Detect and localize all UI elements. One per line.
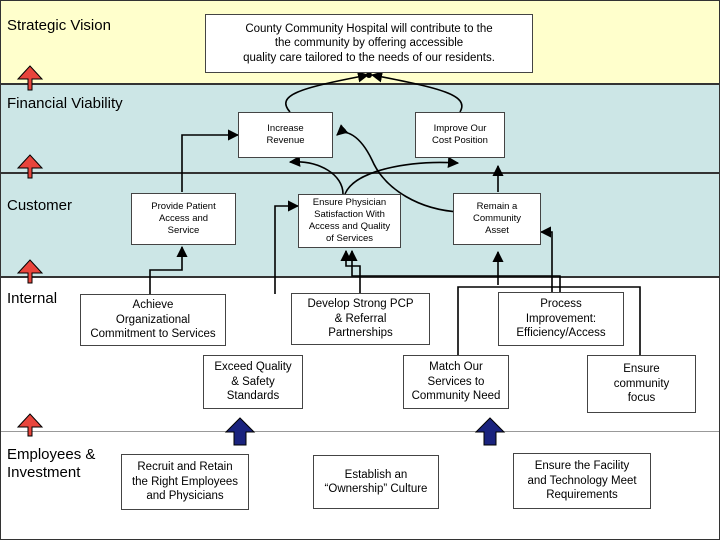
perspective-label-vision: Strategic Vision [7, 17, 111, 34]
objective-recruit-retain-text: Recruit and Retain the Right Employees a… [131, 461, 239, 503]
objective-ownership-culture: Establish an “Ownership” Culture [313, 455, 439, 509]
vision-connector-dot [366, 72, 372, 78]
link-revenue-to-vision [285, 71, 370, 113]
objective-achieve-commitment: Achieve Organizational Commitment to Ser… [80, 294, 226, 346]
objective-provide-patient-access: Provide Patient Access and Service [131, 193, 236, 245]
perspective-label-internal: Internal [7, 290, 58, 307]
up-arrow-icon-customer [16, 259, 44, 284]
link-focus-to-community [457, 286, 641, 355]
financial-viability-band [0, 83, 720, 174]
link-access-to-revenue [181, 129, 240, 192]
objective-ensure-community-focus: Ensure community focus [587, 355, 696, 413]
objective-ensure-community-focus-text: Ensure community focus [613, 363, 670, 405]
up-arrow-icon-vision [16, 65, 44, 91]
up-arrow-icon-internal [16, 413, 44, 437]
link-commitment-to-physician [274, 200, 300, 294]
vision-statement-text: County Community Hospital will contribut… [243, 22, 495, 64]
up-arrow-icon-financial [16, 154, 44, 179]
vision-statement-box: County Community Hospital will contribut… [205, 14, 533, 73]
objective-achieve-commitment-text: Achieve Organizational Commitment to Ser… [90, 299, 216, 341]
objective-match-community-need-text: Match Our Services to Community Need [411, 361, 501, 403]
objective-recruit-retain: Recruit and Retain the Right Employees a… [121, 454, 249, 510]
up-arrow-icon-bottom-right [474, 417, 506, 446]
objective-increase-revenue: Increase Revenue [238, 112, 333, 158]
link-process-to-community [539, 226, 553, 292]
link-cost-to-vision [370, 71, 463, 113]
objective-process-improvement-text: Process Improvement: Efficiency/Access [516, 298, 606, 340]
objective-match-community-need: Match Our Services to Community Need [403, 355, 509, 409]
objective-facility-technology-text: Ensure the Facility and Technology Meet … [527, 460, 637, 502]
objective-facility-technology: Ensure the Facility and Technology Meet … [513, 453, 651, 509]
objective-develop-pcp-text: Develop Strong PCP & Referral Partnershi… [307, 298, 414, 340]
objective-increase-revenue-text: Increase Revenue [266, 123, 305, 146]
objective-remain-community-asset: Remain a Community Asset [453, 193, 541, 245]
objective-ownership-culture-text: Establish an “Ownership” Culture [324, 468, 428, 496]
objective-ensure-physician-satisfaction: Ensure Physician Satisfaction With Acces… [298, 194, 401, 248]
link-physician-to-revenue [288, 155, 344, 195]
perspective-label-employees: Employees & Investment [7, 446, 96, 481]
objective-exceed-quality: Exceed Quality & Safety Standards [203, 355, 303, 409]
objective-ensure-physician-satisfaction-text: Ensure Physician Satisfaction With Acces… [308, 197, 391, 244]
link-process-to-physician [346, 249, 561, 292]
up-arrow-icon-bottom-left [224, 417, 256, 446]
objective-process-improvement: Process Improvement: Efficiency/Access [498, 292, 624, 346]
objective-provide-patient-access-text: Provide Patient Access and Service [151, 201, 216, 236]
objective-improve-cost-position-text: Improve Our Cost Position [432, 123, 488, 146]
link-physician-to-cost [344, 156, 460, 195]
objective-remain-community-asset-text: Remain a Community Asset [472, 201, 522, 236]
perspective-label-customer: Customer [7, 197, 73, 214]
objective-develop-pcp: Develop Strong PCP & Referral Partnershi… [291, 293, 430, 345]
link-community-to-revenue [336, 124, 461, 213]
perspective-label-financial: Financial Viability [7, 95, 123, 112]
link-commitment-to-access [149, 245, 188, 294]
objective-improve-cost-position: Improve Our Cost Position [415, 112, 505, 158]
link-pcp-to-physician [340, 249, 361, 293]
objective-exceed-quality-text: Exceed Quality & Safety Standards [214, 361, 292, 403]
